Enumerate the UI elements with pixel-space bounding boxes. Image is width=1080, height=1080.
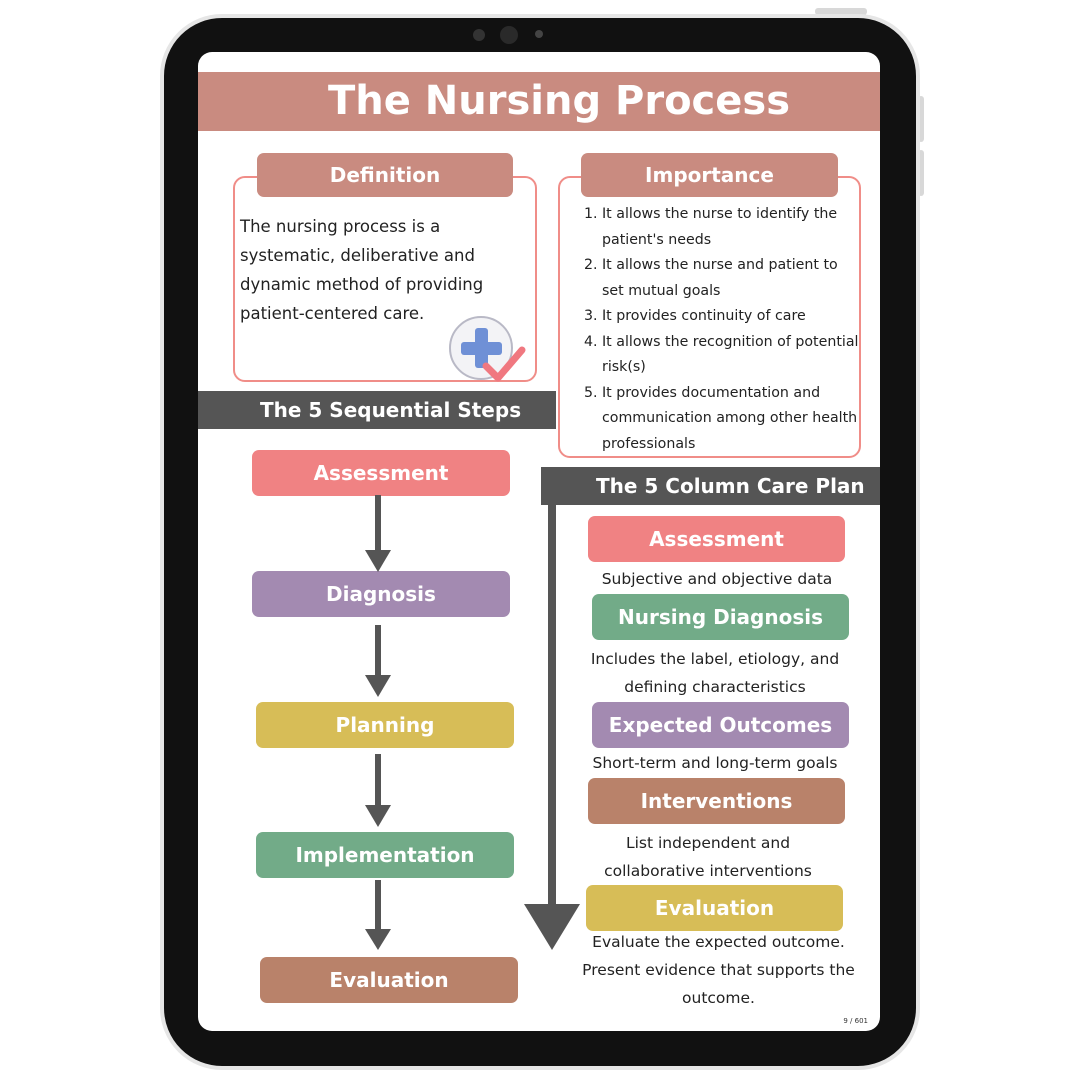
care-plan-arrow [524,504,580,950]
arrow-down-icon [524,504,580,950]
care-plan-nursing-diagnosis: Nursing Diagnosis [592,594,849,640]
definition-heading: Definition [257,153,513,197]
care-plan-evaluation: Evaluation [586,885,843,931]
care-plan-interventions-description: List independent and collaborative inter… [604,834,812,880]
care-plan-assessment: Assessment [588,516,845,562]
importance-heading: Importance [581,153,838,197]
page-number: 9 / 601 [843,1017,868,1025]
care-plan-expected-outcomes: Expected Outcomes [592,702,849,748]
care-plan-expected-outcomes-description: Short-term and long-term goals [592,754,838,772]
step-implementation: Implementation [256,832,514,878]
device-top-button [815,8,867,15]
arrow-down-icon [365,880,391,950]
care-plan-assessment-description: Subjective and objective data [601,570,833,588]
camera-sensor [535,30,543,38]
step-diagnosis: Diagnosis [252,571,510,617]
care-plan-heading: The 5 Column Care Plan [541,467,880,505]
importance-item: It provides documentation and communicat… [602,381,862,458]
care-plan-interventions: Interventions [588,778,845,824]
title-banner [198,72,880,131]
device-volume-up-button [918,96,924,142]
steps-arrows [365,495,391,950]
importance-item: It allows the nurse to identify the pati… [602,202,862,253]
importance-item: It allows the nurse and patient to set m… [602,253,862,304]
definition-text: The nursing process is a systematic, del… [240,217,484,323]
care-plan-evaluation-description: Evaluate the expected outcome. Present e… [582,933,855,1007]
importance-list: It allows the nurse to identify the pati… [584,202,862,457]
page-title: The Nursing Process [327,78,791,124]
camera-dot [473,29,485,41]
camera-lens [500,26,518,44]
arrow-down-icon [365,495,391,572]
arrow-down-icon [365,754,391,827]
step-evaluation: Evaluation [260,957,518,1003]
care-plan-nursing-diagnosis-description: Includes the label, etiology, and defini… [590,650,840,696]
importance-box [558,176,861,458]
step-planning: Planning [256,702,514,748]
importance-item: It provides continuity of care [602,304,862,330]
document-page: The Nursing Process Definition The nursi… [198,52,880,1031]
arrow-down-icon [365,625,391,697]
device-volume-down-button [918,150,924,196]
importance-item: It allows the recognition of potential r… [602,330,862,381]
steps-heading: The 5 Sequential Steps [198,391,556,429]
medical-cross-check-icon [449,316,526,382]
step-assessment: Assessment [252,450,510,496]
